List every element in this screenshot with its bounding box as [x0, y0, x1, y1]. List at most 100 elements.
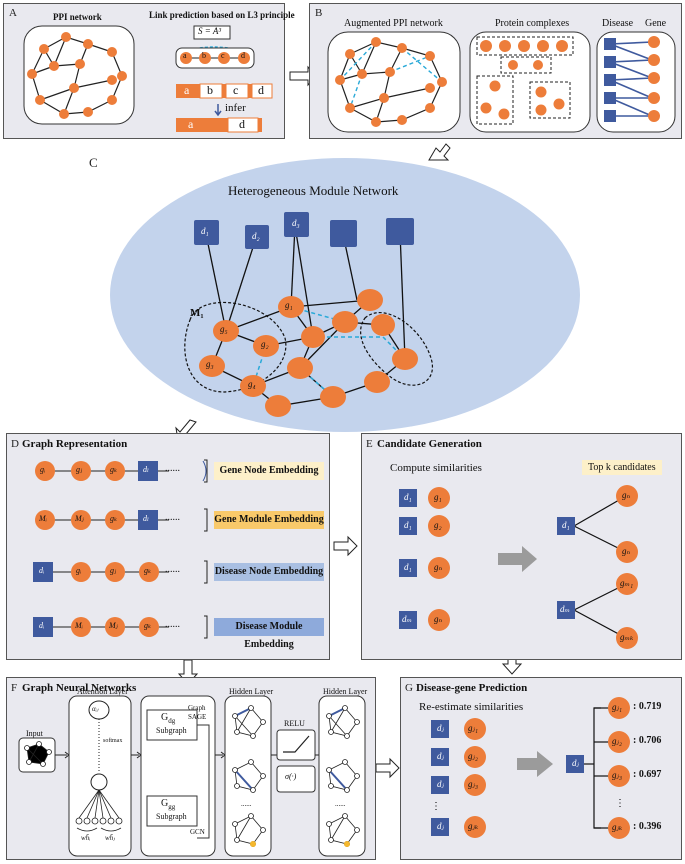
softmax-label: softmax — [103, 738, 123, 744]
panel-d-graphic — [33, 459, 208, 639]
strip-d: d — [258, 83, 264, 97]
e-l-g2: g₂ — [434, 520, 442, 530]
g-r-v1: : 0.719 — [633, 701, 662, 712]
d-r4-n2: Mⱼ — [109, 621, 118, 630]
e-l-g4: gₙ — [434, 614, 443, 624]
e-l-g3: gₙ — [434, 562, 443, 572]
panel-g-letter: G — [405, 682, 413, 694]
d-r1-n3: gₖ — [110, 465, 117, 474]
whi-label: wh̄ᵢ — [81, 834, 91, 842]
g-l-g4: gⱼₖ — [468, 821, 479, 831]
m1-label: M₁ — [190, 307, 204, 319]
g-r-g1: gⱼ₁ — [612, 702, 623, 712]
d-r3-start: dᵢ — [39, 566, 45, 575]
gcn-label: GCN — [190, 828, 205, 836]
strip-b: b — [207, 83, 213, 97]
relu-label: RELU — [284, 719, 305, 728]
d-r2-n3: gₖ — [110, 514, 117, 523]
e-l-d2: d₁ — [404, 520, 412, 530]
g-l-d2: dⱼ — [437, 751, 444, 761]
d-r3-n3: gₖ — [144, 566, 151, 575]
e-r-g2: gₙ — [622, 546, 631, 556]
d-r2-n1: Mᵢ — [39, 514, 47, 523]
c-g5: g₅ — [220, 324, 228, 334]
strip-c: c — [233, 83, 239, 97]
c-g3: g₃ — [206, 359, 214, 369]
panel-d-letter: D — [11, 438, 19, 450]
d-r4-start: dᵢ — [39, 621, 45, 630]
augmented-ppi-label: Augmented PPI network — [344, 18, 443, 29]
e-r-g3: gₘ₁ — [620, 578, 634, 588]
e-l-g1: g₁ — [434, 492, 442, 502]
panel-d: D Graph Representation gᵢ gⱼ gₖ dₗ .....… — [6, 433, 330, 660]
d-r2-end: dₗ — [143, 514, 149, 523]
d-r1-ellipsis: ...... — [165, 463, 180, 474]
svg-text:......: ...... — [335, 800, 346, 808]
panel-g: G Disease-gene Prediction Re-estimate si… — [400, 677, 682, 860]
c-g1: g₁ — [285, 300, 293, 310]
g-r-g2: gⱼ₂ — [612, 736, 623, 746]
e-l-d4: dₘ — [402, 614, 413, 624]
infer-label: infer — [225, 102, 246, 114]
g-l-g3: gⱼ₃ — [468, 779, 479, 789]
g-r-v2: : 0.706 — [633, 735, 662, 746]
disease-module-embedding: Disease Module Embedding — [214, 618, 324, 650]
ggg-label: Ggg — [161, 798, 176, 811]
svg-text:⋮: ⋮ — [431, 801, 441, 812]
panel-a: A PPI network Link prediction based on L… — [3, 3, 295, 139]
panel-g-graphic: ⋮ ⋮ — [431, 697, 630, 839]
strip2-a: a — [188, 117, 194, 131]
panel-f-letter: F — [11, 682, 18, 694]
d-r1-n2: gⱼ — [76, 465, 83, 474]
graph-sage-label: Graph SAGE — [188, 704, 207, 721]
e-r-d2: dₘ — [560, 604, 571, 614]
panel-f: F Graph Neural Networks Input Attention … — [6, 677, 376, 860]
svg-text:......: ...... — [241, 800, 252, 808]
g-r-g4: gⱼₖ — [612, 822, 623, 832]
d-r2-n2: Mⱼ — [75, 514, 84, 523]
e-l-d3: d₁ — [404, 562, 412, 572]
d-r4-ellipsis: ...... — [165, 619, 180, 630]
link-prediction-label: Link prediction based on L3 principle — [149, 10, 295, 20]
gene-module-embedding: Gene Module Embedding — [214, 511, 324, 529]
g-r-v3: : 0.697 — [633, 769, 662, 780]
d-r3-n2: gⱼ — [110, 566, 117, 575]
heterogeneous-network-title: Heterogeneous Module Network — [228, 183, 399, 198]
disease-label: Disease — [602, 18, 634, 29]
input-label: Input — [26, 729, 43, 738]
d-r4-n1: Mᵢ — [75, 621, 83, 630]
chain-c: c — [221, 51, 225, 60]
chain-b: b — [202, 51, 206, 60]
panel-c-letter: C — [89, 155, 98, 170]
gene-node-embedding: Gene Node Embedding — [214, 462, 324, 480]
panel-e-title: Candidate Generation — [377, 438, 482, 450]
gdg-subgraph: Subgraph — [156, 726, 187, 735]
d-r3-n1: gᵢ — [76, 566, 82, 575]
d-r1-n1: gᵢ — [40, 465, 46, 474]
e-r-g1: gₙ — [622, 490, 631, 500]
strip2-d: d — [239, 117, 245, 131]
g-l-d4: dⱼ — [437, 821, 444, 831]
panel-f-graphic: ...... ...... — [18, 695, 366, 857]
e-l-d1: d₁ — [404, 492, 412, 502]
g-center-d: dⱼ — [572, 758, 579, 768]
formula: S = A³ — [198, 26, 222, 36]
c-d1: d₁ — [201, 226, 209, 236]
hidden-layer-1-label: Hidden Layer — [229, 687, 274, 696]
g-l-d3: dⱼ — [437, 779, 444, 789]
ggg-subgraph: Subgraph — [156, 812, 187, 821]
hidden-layer-2-label: Hidden Layer — [323, 687, 368, 696]
reestimate-label: Re-estimate similarities — [419, 701, 524, 713]
g-r-v4: : 0.396 — [633, 821, 662, 832]
sigma-label: σ(·) — [285, 772, 297, 781]
panel-g-title: Disease-gene Prediction — [416, 682, 528, 694]
panel-e: E Candidate Generation Compute similarit… — [361, 433, 682, 660]
panel-f-title: Graph Neural Networks — [22, 682, 137, 694]
disease-node-embedding: Disease Node Embedding — [214, 563, 324, 581]
alpha-label: αᵢⱼ — [92, 705, 99, 713]
g-l-d1: dⱼ — [437, 723, 444, 733]
d-r1-end: dₗ — [143, 465, 149, 474]
e-r-g4: gₘₖ — [620, 632, 634, 642]
attention-layer-label: Attention Layer — [77, 687, 128, 696]
